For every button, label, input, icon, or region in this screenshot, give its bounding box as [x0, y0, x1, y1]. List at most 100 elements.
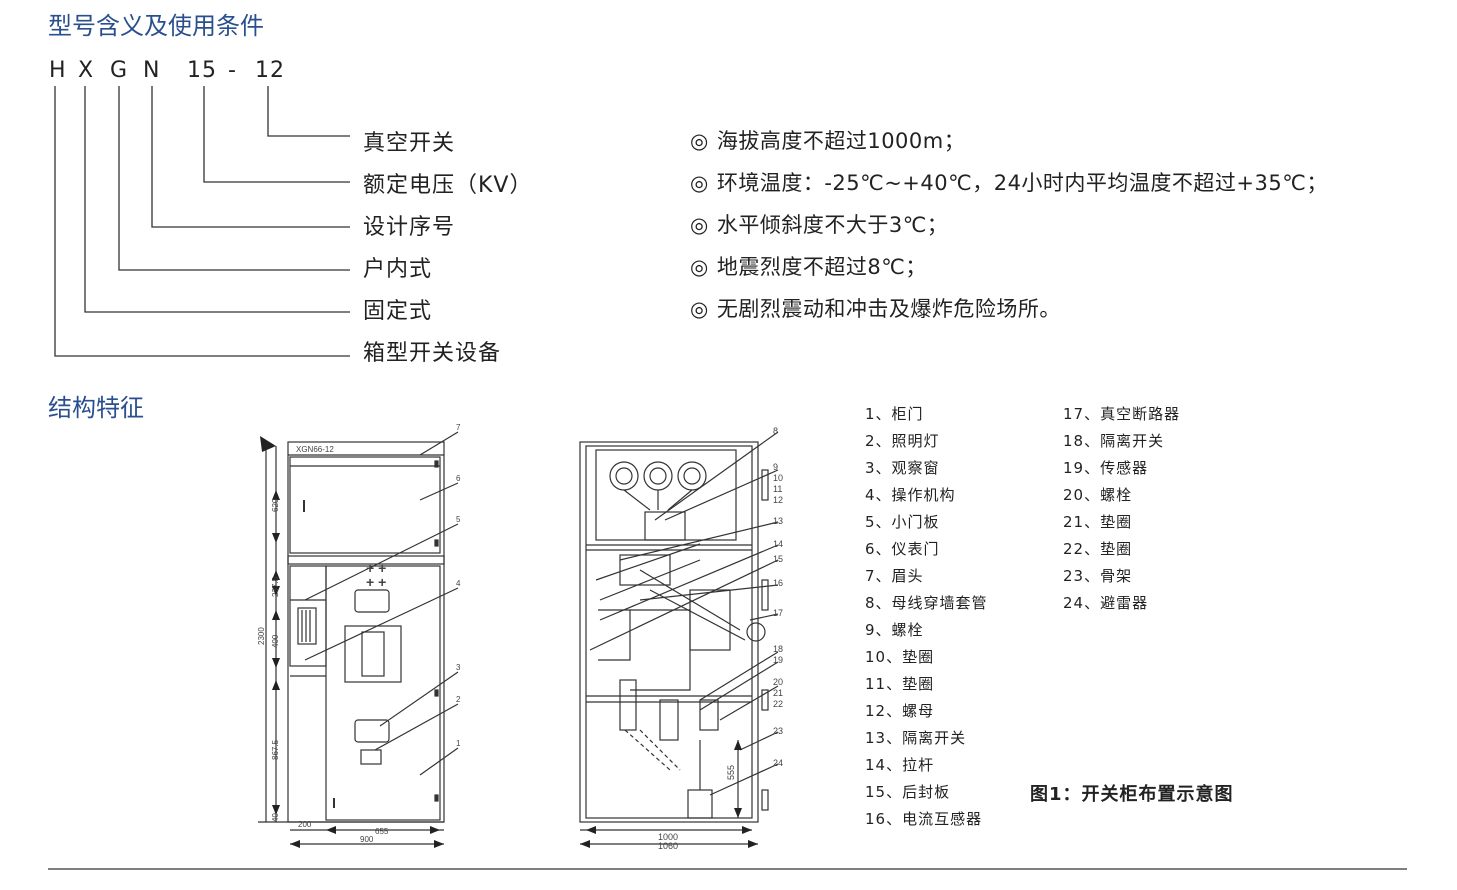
legend-item: 1、柜门 — [865, 405, 924, 423]
dim-900: 900 — [360, 835, 374, 844]
legend-item: 24、避雷器 — [1063, 594, 1149, 612]
legend-item: 10、垫圈 — [865, 648, 935, 666]
arrow-marker-icon — [326, 826, 336, 834]
nameplate-label: XGN66-12 — [296, 445, 334, 454]
dim-1060: 1060 — [658, 841, 678, 851]
arrow-marker-icon — [260, 436, 276, 452]
callout-2: 2 — [456, 695, 461, 704]
legend-item: 12、螺母 — [865, 702, 935, 720]
callout-5: 5 — [456, 515, 461, 524]
arrow-marker-icon — [734, 740, 742, 750]
arrow-marker-icon — [580, 840, 590, 848]
dim-1000: 1000 — [658, 832, 678, 842]
callout-24: 24 — [773, 758, 783, 768]
legend-item: 6、仪表门 — [865, 540, 940, 558]
callout-7: 7 — [456, 423, 461, 432]
dim-867-5: 867.5 — [271, 739, 280, 760]
callout-14: 14 — [773, 539, 783, 549]
arrow-marker-icon — [290, 840, 300, 848]
meaning-design-number: 设计序号 — [363, 215, 456, 240]
condition-seismic-text: 地震烈度不超过8℃； — [716, 255, 927, 279]
code-letter-g: G — [110, 58, 129, 83]
code-voltage: 12 — [255, 58, 285, 83]
legend-item: 3、观察窗 — [865, 459, 940, 477]
callout-23: 23 — [773, 726, 783, 736]
condition-altitude: ◎ 海拔高度不超过1000m； — [690, 125, 965, 155]
legend-item: 15、后封板 — [865, 783, 951, 801]
side-view-diagram — [579, 431, 779, 845]
code-letter-x: X — [78, 58, 95, 83]
legend-item: 22、垫圈 — [1063, 540, 1133, 558]
meaning-rated-voltage: 额定电压（KV） — [363, 173, 533, 198]
callout-6: 6 — [456, 474, 461, 483]
leader-line-fixed — [84, 86, 350, 313]
callout-17: 17 — [773, 608, 783, 618]
control-plus-icon: + + — [366, 574, 386, 590]
callout-21: 21 — [773, 688, 783, 698]
legend-item: 23、骨架 — [1063, 567, 1133, 585]
leader-line-box-switchgear — [54, 86, 350, 357]
condition-tilt-text: 水平倾斜度不大于3℃； — [716, 213, 949, 237]
arrow-marker-icon — [272, 533, 280, 543]
legend-item: 2、照明灯 — [865, 432, 940, 450]
condition-tilt: ◎ 水平倾斜度不大于3℃； — [690, 209, 948, 239]
meaning-box-switchgear: 箱型开关设备 — [363, 341, 502, 366]
dim-237-5: 237.5 — [271, 576, 280, 597]
meaning-vacuum-switch: 真空开关 — [363, 131, 456, 156]
leader-line-indoor — [118, 86, 350, 271]
legend-item: 8、母线穿墙套管 — [865, 594, 988, 612]
dim-555: 555 — [726, 765, 736, 780]
callout-13: 13 — [773, 516, 783, 526]
legend-item: 21、垫圈 — [1063, 513, 1133, 531]
code-letter-n: N — [143, 58, 161, 83]
arrow-marker-icon — [272, 570, 280, 580]
circle-mark-icon: ◎ — [690, 129, 709, 153]
arrow-marker-icon — [272, 490, 280, 500]
arrow-marker-icon — [272, 610, 280, 620]
front-view-diagram — [258, 431, 459, 845]
dim-400: 400 — [271, 634, 280, 648]
condition-no-vibration-text: 无剧烈震动和冲击及爆炸危险场所。 — [716, 297, 1061, 321]
circle-mark-icon: ◎ — [690, 171, 709, 195]
legend-item: 17、真空断路器 — [1063, 405, 1181, 423]
legend-item: 13、隔离开关 — [865, 729, 967, 747]
legend-item: 4、操作机构 — [865, 486, 956, 504]
meaning-fixed: 固定式 — [363, 299, 433, 324]
arrow-marker-icon — [272, 658, 280, 668]
callout-12: 12 — [773, 495, 783, 505]
callout-1: 1 — [456, 739, 461, 748]
arrow-marker-icon — [272, 805, 280, 815]
legend-item: 20、螺栓 — [1063, 486, 1133, 504]
leader-line-design-number — [151, 86, 350, 228]
callout-18: 18 — [773, 644, 783, 654]
code-letter-h: H — [49, 58, 67, 83]
condition-no-vibration: ◎无剧烈震动和冲击及爆炸危险场所。 — [690, 293, 1061, 323]
legend-item: 19、传感器 — [1063, 459, 1149, 477]
callout-22: 22 — [773, 699, 783, 709]
callout-20: 20 — [773, 677, 783, 687]
legend-item: 9、螺栓 — [865, 621, 924, 639]
legend-item: 11、垫圈 — [865, 675, 935, 693]
legend-item: 18、隔离开关 — [1063, 432, 1165, 450]
code-design-number: 15 — [187, 58, 217, 83]
arrow-marker-icon — [272, 586, 280, 596]
callout-3: 3 — [456, 663, 461, 672]
condition-seismic: ◎地震烈度不超过8℃； — [690, 251, 927, 281]
arrow-marker-icon — [430, 826, 440, 834]
legend-item: 16、电流互感器 — [865, 810, 983, 828]
legend-item: 5、小门板 — [865, 513, 940, 531]
callout-16: 16 — [773, 578, 783, 588]
model-section-title: 型号含义及使用条件 — [48, 12, 264, 40]
code-dash: - — [228, 58, 237, 83]
legend-item: 14、拉杆 — [865, 756, 935, 774]
callout-11: 11 — [773, 484, 782, 494]
arrow-marker-icon — [734, 808, 742, 818]
dim-620: 620 — [271, 498, 280, 512]
circle-mark-icon: ◎ — [690, 213, 709, 237]
callout-15: 15 — [773, 554, 783, 564]
dim-40: 40 — [271, 813, 280, 822]
arrow-marker-icon — [434, 840, 444, 848]
callout-10: 10 — [773, 473, 783, 483]
condition-altitude-text: 海拔高度不超过1000m； — [716, 129, 966, 153]
